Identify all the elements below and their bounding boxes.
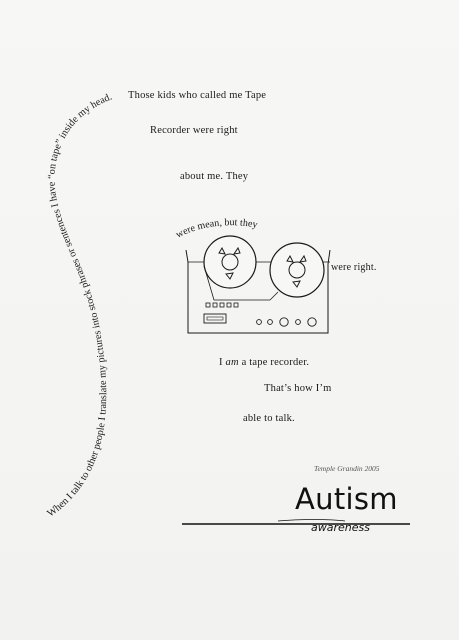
poem-line-6-end: a tape recorder. [238, 357, 310, 368]
poem-line-3: about me. They [180, 171, 249, 182]
poem-line-5: were right. [331, 262, 377, 273]
autism-title: Autism [295, 482, 398, 516]
poem-line-2: Recorder were right [150, 125, 238, 136]
poem-line-7: That’s how I’m [264, 383, 332, 394]
awareness-script: awareness [311, 521, 370, 534]
poem-line-8: able to talk. [243, 413, 295, 424]
poem-line-6: I am a tape recorder. [219, 357, 309, 368]
poem-line-6-start: I [219, 357, 226, 368]
poem-line-1: Those kids who called me Tape [128, 90, 267, 101]
author-credit: Temple Grandin 2005 [314, 464, 380, 473]
arched-text: were mean, but they [174, 217, 258, 240]
autism-awareness-logo: awareness [182, 519, 410, 534]
tape-recorder-icon [185, 235, 331, 334]
curved-quote-text: When I talk to other people I translate … [45, 92, 113, 520]
poem-line-6-emphasis: am [225, 357, 239, 368]
